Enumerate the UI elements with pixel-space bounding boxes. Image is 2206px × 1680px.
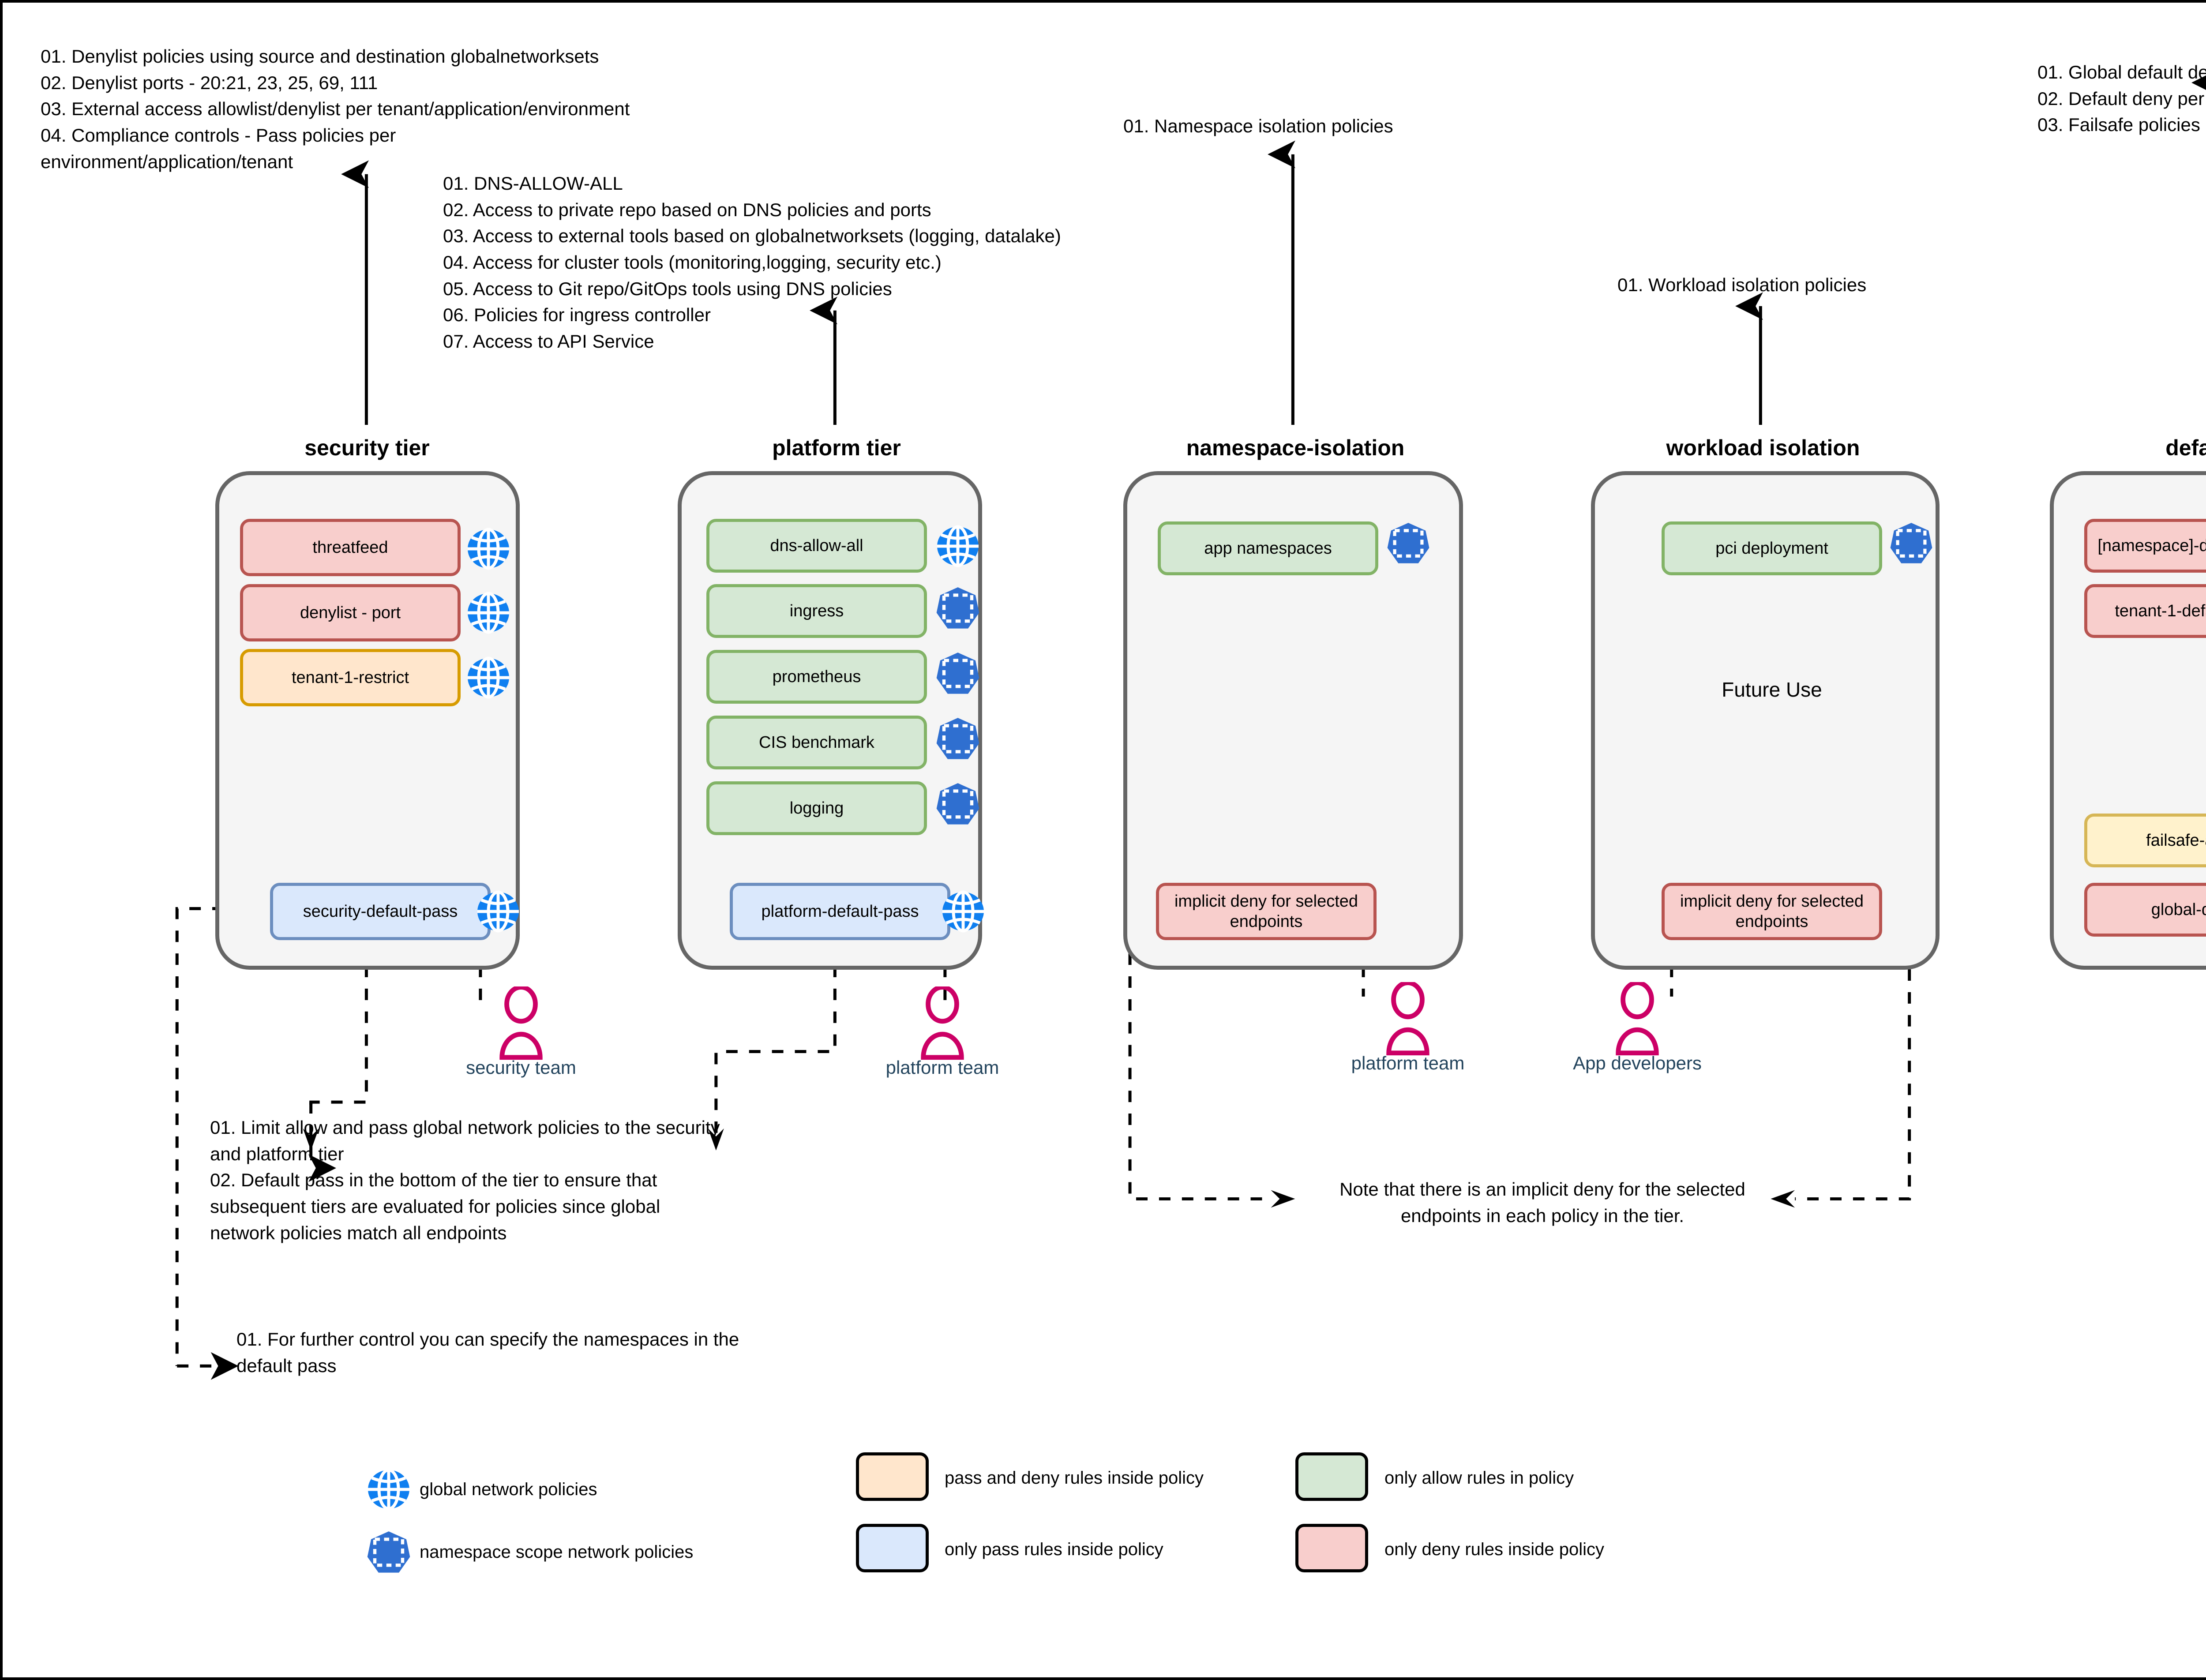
security-platform-note: 01. Limit allow and pass global network … [210, 1117, 720, 1243]
legend-label-only-deny: only deny rules inside policy [1384, 1540, 1605, 1559]
policy-global-deny[interactable]: global-deny [2084, 883, 2206, 937]
workload-isolation-annotation: 01. Workload isolation policies [1617, 274, 1867, 295]
namespace-scope-policy-icon [934, 586, 982, 632]
namespace-scope-policy-icon [1384, 521, 1432, 567]
legend-swatch-only-allow [1295, 1452, 1368, 1501]
namespace-scope-policy-icon [934, 716, 982, 763]
policy-failsafe-allow[interactable]: failsafe-allow [2084, 814, 2206, 867]
global-network-policy-icon [464, 656, 513, 700]
workload-future-use-label: Future Use [1722, 678, 1822, 701]
namespace-scope-policy-icon [934, 651, 982, 698]
team-label-platform: platform team [885, 1057, 999, 1078]
team-label-namespace-isolation: platform team [1351, 1053, 1465, 1073]
legend-swatch-only-pass [856, 1524, 929, 1572]
legend-swatch-only-deny [1295, 1524, 1368, 1572]
legend-label-only-pass: only pass rules inside policy [945, 1540, 1163, 1559]
policy-platform-default-pass[interactable]: platform-default-pass [730, 883, 950, 940]
team-stems [479, 966, 1673, 1001]
tier-title-default: default tier [2165, 435, 2206, 460]
policy-denylist-port[interactable]: denylist - port [240, 584, 461, 641]
policy-cis-benchmark[interactable]: CIS benchmark [706, 716, 927, 769]
policy-ingress[interactable]: ingress [706, 584, 927, 638]
legend-label-namespace-scope-policies: namespace scope network policies [420, 1542, 694, 1562]
workload-note-arrowhead [1771, 1190, 1795, 1208]
policy-tenant-1-default-deny[interactable]: tenant-1-default-deny [2084, 584, 2206, 638]
policy-app-namespaces[interactable]: app namespaces [1158, 521, 1378, 575]
legend-swatch-pass-and-deny [856, 1452, 929, 1501]
platform-note-arrowhead [708, 1128, 724, 1151]
global-network-policy-icon [934, 524, 982, 568]
legend-label-pass-and-deny: pass and deny rules inside policy [945, 1468, 1204, 1488]
tier-title-workload-isolation: workload isolation [1666, 435, 1860, 460]
policy-threatfeed[interactable]: threatfeed [240, 519, 461, 576]
namespace-scope-policy-icon [364, 1530, 413, 1576]
default-pass-note: 01. For further control you can specify … [236, 1329, 739, 1376]
platform-tier-annotation: 01. DNS-ALLOW-ALL 02. Access to private … [443, 173, 1061, 352]
global-network-policy-icon [464, 591, 513, 635]
policy-prometheus[interactable]: prometheus [706, 650, 927, 704]
global-network-policy-icon [939, 889, 987, 934]
namespace-scope-policy-icon [934, 782, 982, 828]
policy-implicit-deny-namespace[interactable]: implicit deny for selected endpoints [1156, 883, 1377, 940]
platform-team-person-icon [918, 985, 967, 1061]
policy-namespace-default-deny[interactable]: [namespace]-default-deny [2084, 519, 2206, 573]
platform-team-person-icon [1384, 980, 1432, 1057]
security-team-person-icon [497, 985, 545, 1061]
legend-label-global-network-policies: global network policies [420, 1480, 597, 1499]
policy-logging[interactable]: logging [706, 781, 927, 835]
security-tier-annotation: 01. Denylist policies using source and d… [41, 46, 630, 172]
global-network-policy-icon [464, 527, 513, 571]
security-note-arrowhead [303, 1128, 319, 1151]
policy-tenant-1-restrict[interactable]: tenant-1-restrict [240, 649, 461, 706]
tier-title-security: security tier [304, 435, 430, 460]
namespace-scope-policy-icon [1887, 521, 1935, 567]
global-network-policy-icon [364, 1467, 413, 1511]
app-developers-person-icon [1613, 980, 1662, 1057]
namespace-implicit-deny-connector [1128, 907, 1271, 1200]
global-network-policy-icon [474, 889, 522, 934]
policy-pci-deployment[interactable]: pci deployment [1662, 521, 1882, 575]
tier-annotation-arrows [341, 69, 2206, 425]
connector-layer [175, 69, 2206, 1380]
tier-title-platform: platform tier [772, 435, 901, 460]
team-label-workload-isolation: App developers [1573, 1053, 1702, 1073]
namespace-note-arrowhead [1271, 1190, 1295, 1208]
policy-security-default-pass[interactable]: security-default-pass [270, 883, 491, 940]
implicit-deny-note: Note that there is an implicit deny for … [1339, 1179, 1745, 1226]
legend-label-only-allow: only allow rules in policy [1384, 1468, 1574, 1488]
namespace-isolation-annotation: 01. Namespace isolation policies [1123, 116, 1393, 136]
platform-tier-note-connector [714, 966, 837, 1137]
tier-title-namespace-isolation: namespace-isolation [1186, 435, 1405, 460]
security-tier-note-connector [309, 966, 368, 1111]
policy-implicit-deny-workload[interactable]: implicit deny for selected endpoints [1662, 883, 1882, 940]
policy-dns-allow-all[interactable]: dns-allow-all [706, 519, 927, 573]
team-label-security: security team [466, 1057, 576, 1078]
default-tier-annotation: 01. Global default deny 02. Default deny… [2037, 62, 2206, 135]
